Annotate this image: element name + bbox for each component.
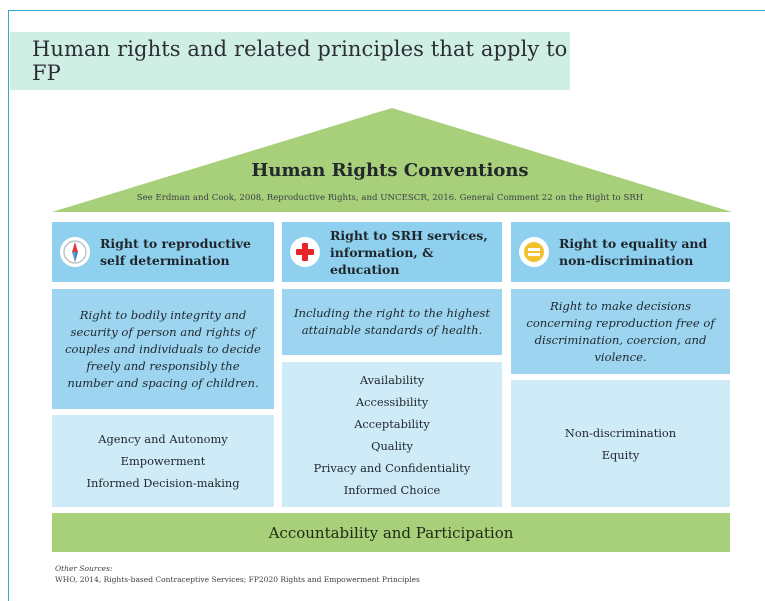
principle-item: Informed Choice	[343, 482, 441, 497]
column-heading-line1: Right to SRH services,	[330, 227, 488, 243]
roof-title: Human Rights Conventions	[251, 160, 529, 181]
sources-text: WHO, 2014, Rights-based Contraceptive Se…	[55, 575, 420, 584]
principle-item: Non-discrimination	[564, 425, 677, 440]
roof-subtitle: See Erdman and Cook, 2008, Reproductive …	[136, 193, 644, 203]
column-heading-line1: Right to equality and	[559, 236, 708, 251]
roof-shape	[52, 108, 732, 212]
column-description: Right to make decisions concerning repro…	[511, 289, 730, 374]
principles-list: Availability Accessibility Acceptability…	[282, 362, 502, 507]
sources-label: Other Sources:	[55, 564, 113, 573]
principle-item: Empowerment	[120, 454, 206, 468]
principle-item: Agency and Autonomy	[98, 432, 228, 446]
page-title: Human rights and related principles that…	[10, 32, 570, 90]
red-cross-icon	[290, 237, 320, 267]
frame-border	[8, 10, 765, 601]
principles-list: Non-discrimination Equity	[511, 380, 730, 507]
principle-item: Quality	[371, 438, 413, 453]
column-heading-line2: self determination	[100, 253, 230, 268]
column-description: Right to bodily integrity and security o…	[52, 289, 274, 409]
column-heading-line2: non-discrimination	[559, 253, 694, 268]
principle-item: Accessibility	[355, 394, 429, 409]
column-header-equality: Right to equality and non-discrimination	[511, 222, 730, 282]
principles-list: Agency and Autonomy Empowerment Informed…	[52, 415, 274, 507]
principle-item: Informed Decision-making	[86, 476, 240, 490]
column-header-reproductive-self-determination: Right to reproductive self determination	[52, 222, 274, 282]
base-accountability-participation: Accountability and Participation	[52, 513, 730, 552]
column-description: Including the right to the highest attai…	[282, 289, 502, 355]
principle-item: Equity	[601, 447, 640, 462]
principle-item: Privacy and Confidentiality	[313, 460, 471, 475]
column-heading-line2: information, & education	[330, 244, 434, 277]
compass-icon	[60, 237, 90, 267]
equals-icon	[519, 237, 549, 267]
principle-item: Availability	[359, 372, 425, 387]
column-heading-line1: Right to reproductive	[100, 236, 251, 251]
column-header-srh-services: Right to SRH services, information, & ed…	[282, 222, 502, 282]
principle-item: Acceptability	[354, 416, 430, 431]
